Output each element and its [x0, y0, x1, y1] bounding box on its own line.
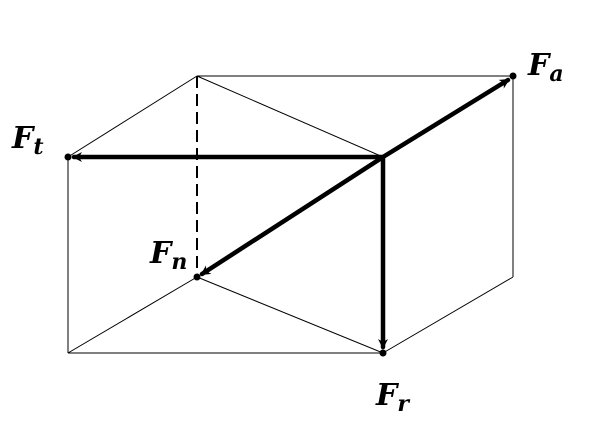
box-edge-bottom-right — [382, 276, 514, 354]
label-fa: Fa — [527, 48, 564, 87]
vector-endpoints — [64, 72, 517, 357]
box-diagonal-bottom-left — [67, 276, 198, 354]
vector-fa — [380, 77, 511, 160]
label-fr: Fr — [375, 378, 410, 417]
box-outline — [67, 75, 514, 354]
box-diagonal-top — [196, 75, 384, 158]
vector-fn — [199, 154, 386, 277]
endpoint-fn — [193, 273, 201, 281]
force-vectors — [71, 77, 511, 350]
box-diagonal-bottom — [196, 276, 384, 354]
label-fn: Fn — [149, 236, 187, 275]
label-ft: Ft — [11, 121, 43, 160]
endpoint-ft — [64, 153, 72, 161]
box-edge-top-left — [67, 75, 198, 158]
endpoint-fa — [509, 72, 517, 80]
endpoint-fr — [379, 349, 387, 357]
